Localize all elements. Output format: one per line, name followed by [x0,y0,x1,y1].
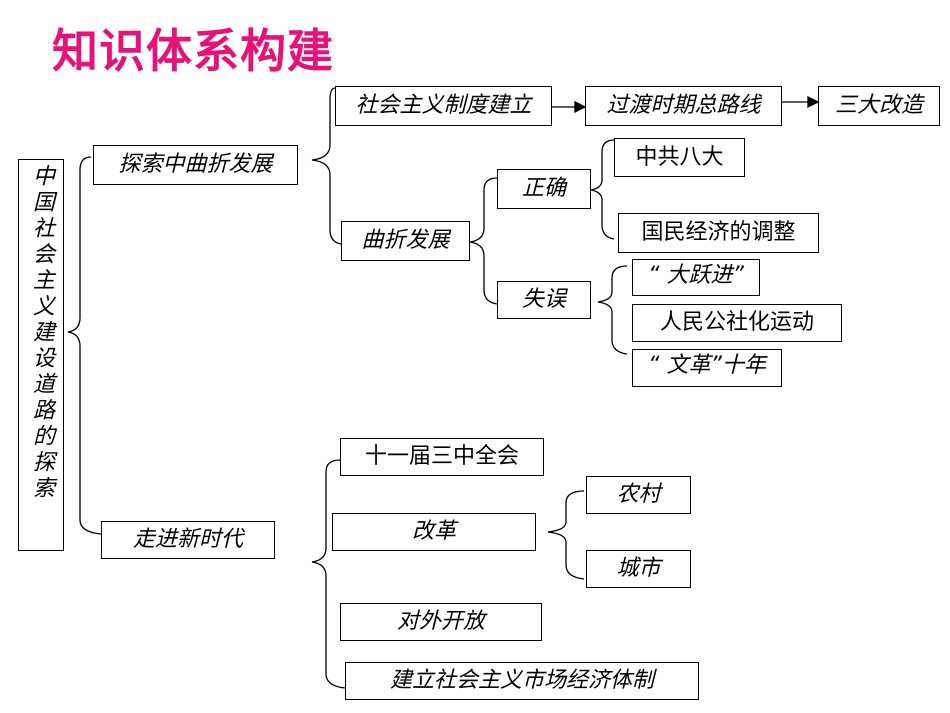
tortuous-brace [469,177,498,305]
correct-brace [590,139,615,240]
node-branch1: 探索中曲折发展 [93,145,298,185]
node-branch2: 走进新时代 [101,521,275,559]
root-brace [67,156,102,535]
root-node: 中国社会主义建设道路的探索 [18,159,64,551]
node-great-leap: “ 大跃进” [632,259,760,296]
arrow-head-1 [574,100,587,114]
node-economy-adjust: 国民经济的调整 [618,213,819,253]
node-urban: 城市 [586,550,691,588]
node-communes: 人民公社化运动 [632,304,842,342]
node-rural: 农村 [586,476,691,514]
node-opening-up: 对外开放 [340,603,542,641]
branch2-brace [311,459,346,689]
mistake-brace [597,265,628,355]
node-socialist-system: 社会主义制度建立 [335,86,552,126]
node-market-economy: 建立社会主义市场经济体制 [345,662,699,700]
node-tortuous: 曲折发展 [341,221,470,261]
reform-brace [547,490,585,580]
node-mistake: 失误 [497,281,591,319]
branch1-brace [311,87,342,245]
page-title: 知识体系构建 [52,24,334,78]
node-correct: 正确 [497,169,591,209]
node-third-plenum: 十一届三中全会 [340,438,544,476]
arrow-head-2 [807,95,820,109]
node-cultural-revolution: “ 文革”十年 [632,349,782,387]
node-eighth-congress: 中共八大 [614,138,745,177]
node-transition-line: 过渡时期总路线 [585,86,782,126]
node-three-reforms: 三大改造 [818,86,940,126]
node-reform: 改革 [332,513,536,551]
